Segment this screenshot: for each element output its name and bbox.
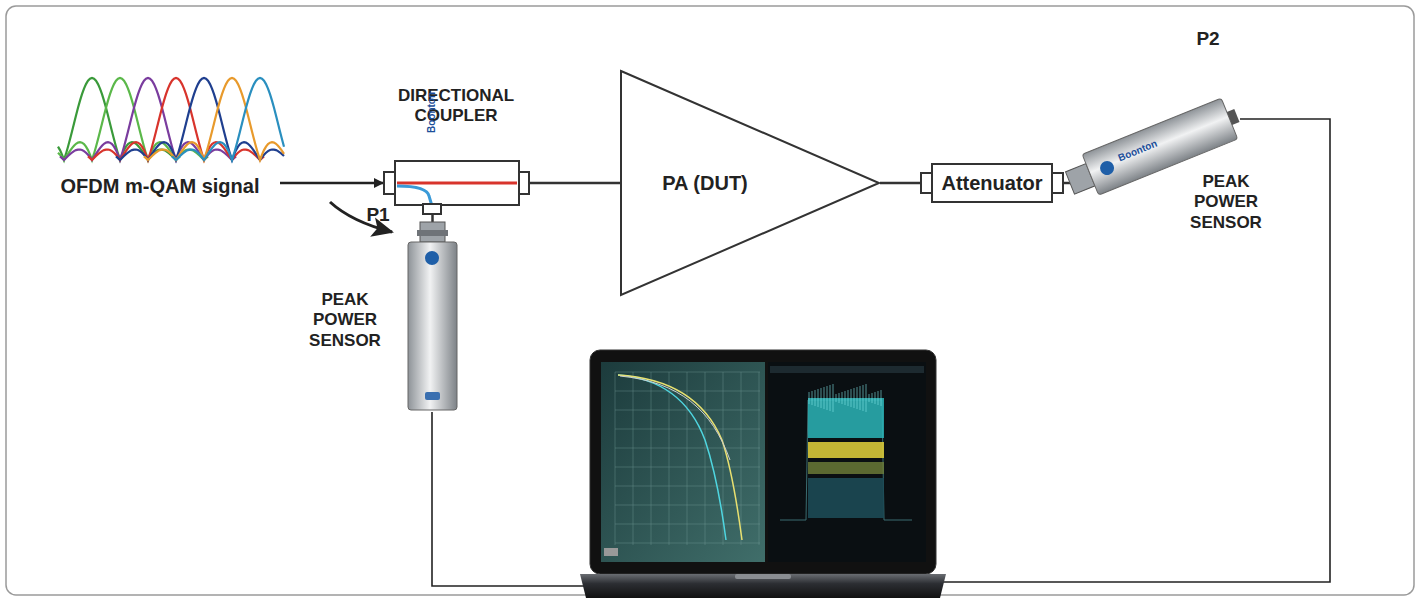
signal-line (1064, 182, 1070, 185)
directional-coupler: DIRECTIONAL COUPLER (383, 160, 530, 206)
signal-line (530, 182, 620, 185)
node-label: DIRECTIONAL COUPLER (381, 86, 531, 127)
power-sensor-shape (405, 222, 460, 412)
usb-cable (432, 412, 585, 586)
amplifier-triangle-shape (620, 70, 880, 296)
sensor-id: P1 (361, 204, 395, 227)
directional-coupler-shape (383, 160, 530, 206)
amplifier-triangle: PA (DUT) (620, 70, 880, 296)
frame (6, 6, 1414, 595)
node-label: Attenuator (932, 171, 1052, 195)
node-label: PEAK POWER SENSOR (293, 290, 397, 351)
power-sensor: P2PEAK POWER SENSOR (1070, 40, 1255, 220)
node-label: PEAK POWER SENSOR (1174, 172, 1278, 233)
signal-line (880, 182, 920, 185)
laptop (580, 350, 946, 598)
brand-mark: Boonton (427, 91, 438, 132)
attenuator-box: Attenuator (920, 163, 1064, 203)
signal-label: OFDM m-QAM signal (61, 175, 260, 198)
power-sensor: P1PEAK POWER SENSOR (405, 222, 460, 412)
ofdm-subcarriers (58, 78, 284, 160)
sensor-id: P2 (1188, 28, 1228, 51)
input-arrow (280, 182, 383, 185)
node-label: PA (DUT) (658, 171, 752, 195)
